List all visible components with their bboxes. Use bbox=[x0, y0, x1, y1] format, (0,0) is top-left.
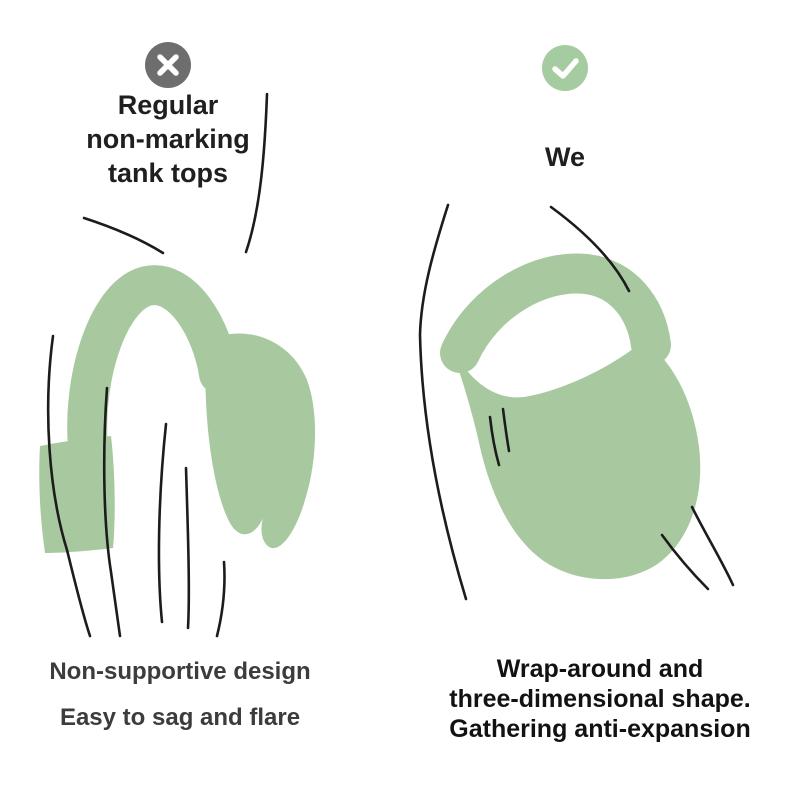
left-caption-sag: Easy to sag and flare bbox=[59, 704, 301, 731]
check-mark bbox=[552, 58, 579, 79]
left-title-line: Regular bbox=[117, 90, 219, 120]
left-sagging-cup-shape bbox=[205, 333, 316, 549]
right-title: We bbox=[544, 142, 585, 172]
left-torso-line-1 bbox=[157, 422, 168, 624]
right-armpit-line-1 bbox=[488, 415, 501, 467]
left-shoulder-strap-shape bbox=[67, 265, 239, 484]
check-icon bbox=[542, 45, 588, 91]
left-caption-nonsupportive: Non-supportive design bbox=[49, 658, 311, 685]
left-title-line: tank tops bbox=[107, 158, 228, 188]
left-figure-illustration bbox=[39, 92, 316, 638]
right-neck-and-front-line bbox=[418, 203, 468, 601]
left-torso-line-2 bbox=[184, 466, 191, 630]
left-under-cup-line bbox=[215, 560, 226, 638]
left-arm-back-line bbox=[46, 334, 92, 638]
right-back-line-1 bbox=[660, 533, 710, 591]
left-shoulder-line bbox=[82, 216, 165, 255]
left-neck-line bbox=[244, 92, 269, 254]
left-arm-front-line bbox=[102, 386, 122, 638]
right-shoulder-strap-shape bbox=[440, 253, 671, 373]
right-armpit-line-2 bbox=[501, 407, 511, 453]
right-caption-line: Gathering anti-expansion bbox=[449, 715, 751, 743]
check-mark-stroke bbox=[552, 58, 579, 79]
x-icon bbox=[145, 42, 191, 88]
right-back-line-2 bbox=[690, 505, 735, 587]
right-wraparound-cup-shape bbox=[450, 341, 701, 580]
right-caption-line: three-dimensional shape. bbox=[449, 685, 751, 713]
left-title: Regular non-marking tank tops bbox=[28, 88, 308, 190]
x-mark-strokes bbox=[157, 54, 179, 76]
right-caption: Wrap-around and three-dimensional shape.… bbox=[420, 654, 780, 744]
right-shoulder-back-line bbox=[549, 205, 631, 293]
left-title-line: non-marking bbox=[86, 124, 250, 154]
right-caption-line: Wrap-around and bbox=[496, 655, 704, 683]
right-figure-illustration bbox=[418, 203, 735, 601]
x-mark bbox=[157, 54, 179, 76]
